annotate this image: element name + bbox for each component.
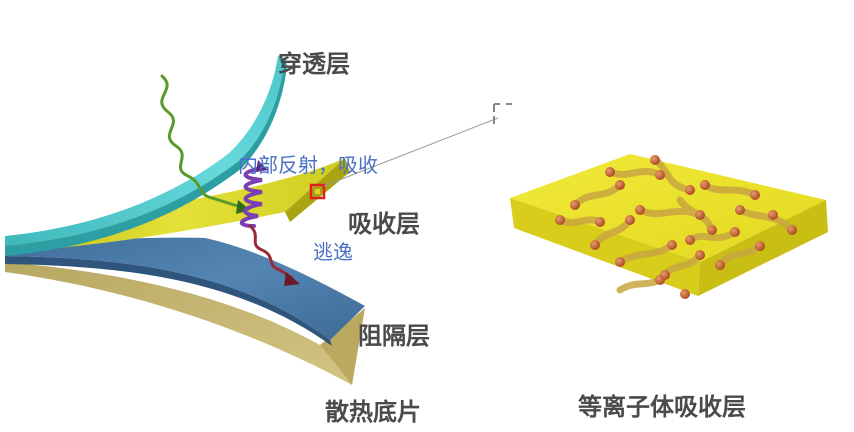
absorption-layer-label: 吸收层	[348, 210, 420, 238]
barrier-layer-label: 阻隔层	[358, 322, 430, 350]
plasma-absorption-layer-label: 等离子体吸收层	[578, 393, 746, 421]
internal-reflection-coil	[239, 166, 264, 228]
barrier-layer	[5, 237, 365, 346]
plasma-spheres	[555, 155, 797, 299]
zoom-connector-line	[323, 117, 499, 187]
internal-reflection-label: 内部反射，吸收	[238, 153, 378, 177]
escape-label: 逃逸	[313, 240, 353, 264]
heat-sink-layer	[5, 262, 365, 385]
coil-arrow-icon	[256, 160, 268, 172]
penetration-layer-label: 穿透层	[278, 50, 350, 78]
penetration-layer	[5, 56, 287, 256]
incident-wave	[160, 74, 246, 210]
zoom-marker	[309, 183, 326, 200]
zoom-marker-center	[315, 189, 320, 194]
heat-sink-label: 散热底片	[325, 398, 421, 426]
escape-arrow-icon	[284, 272, 300, 286]
escape-wave	[248, 224, 294, 280]
zoom-bracket-icon	[493, 103, 512, 124]
